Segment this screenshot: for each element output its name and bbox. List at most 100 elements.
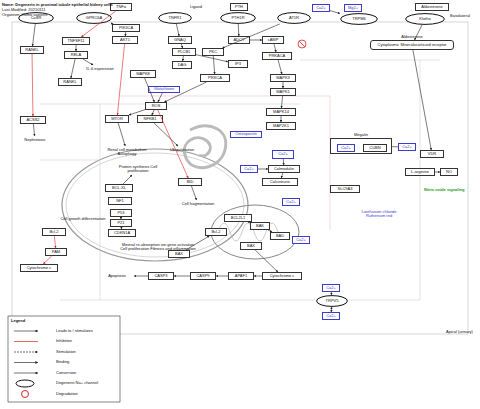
- node-label: TNFα: [116, 5, 126, 9]
- node-label: BCL2L1: [231, 216, 245, 220]
- connector: [331, 292, 332, 295]
- nucleus-outline: [62, 149, 248, 261]
- node-label: PRKCA: [208, 76, 222, 80]
- receptor-ellipse: AT1R: [277, 12, 311, 24]
- diagram-title: Name: Degenerin in proximal tubule epith…: [2, 3, 113, 7]
- connector: [255, 250, 278, 272]
- gene-box: BAX: [168, 250, 190, 258]
- node-label: Ca2+: [296, 238, 306, 242]
- gene-box: TNFα: [110, 3, 132, 11]
- gene-box: ADCY: [228, 36, 250, 44]
- node-label: ADCY: [233, 38, 244, 42]
- inhibition-wire: [40, 96, 330, 230]
- gene-box: SLC9A3: [330, 185, 360, 193]
- gene-box: BCL-XL: [105, 184, 133, 192]
- node-label: Ca2+: [286, 200, 296, 204]
- node-heading: Aldosterone: [371, 35, 453, 39]
- ion-box: Ca2+: [312, 4, 330, 12]
- ion-box: Ca2+: [282, 198, 300, 206]
- ion-box: Mg2+: [344, 4, 362, 12]
- ellipse-shape: [341, 14, 378, 25]
- node-label: Ca2+: [341, 146, 351, 150]
- node-label: BAK: [256, 224, 264, 228]
- node-label: PTH: [235, 5, 243, 9]
- gene-box: BAD: [270, 232, 290, 240]
- gene-box: Cytochrome c: [262, 272, 302, 280]
- gene-box: BCL2L1: [224, 214, 252, 222]
- node-label: Ubiquitination: [170, 148, 194, 152]
- gene-box: TNFSF11: [62, 37, 90, 45]
- node-label: Nephrotoxic: [24, 138, 45, 142]
- gene-box: GNAQ: [168, 36, 192, 44]
- connector: [413, 50, 431, 150]
- node-label: NFKB1: [144, 117, 157, 121]
- gene-box: PIK3CA: [112, 24, 140, 32]
- cell-boundary: [12, 22, 468, 334]
- gene-box: BAK: [250, 222, 270, 230]
- node-label: MAP2K1: [273, 124, 289, 128]
- legend-frame: [8, 316, 120, 402]
- connector: [117, 44, 124, 115]
- node-label: Ca2+: [278, 152, 288, 156]
- node-label: CASP3: [154, 274, 167, 278]
- ion-box: Ca2+: [322, 312, 340, 320]
- connector: [134, 276, 148, 277]
- node-label: BID: [187, 180, 194, 184]
- node-label: IL-6 expression: [86, 67, 113, 71]
- node-label: Ca2+: [326, 286, 336, 290]
- gene-box: MAPK14: [266, 108, 296, 116]
- node-label: DAG: [178, 63, 187, 67]
- legend-sample: [14, 341, 38, 342]
- node-label: BAX: [247, 244, 255, 248]
- node-label: CDKN1A: [114, 231, 130, 235]
- connector: [118, 123, 125, 146]
- connector: [32, 54, 34, 116]
- node-label: TNFR1: [169, 16, 182, 20]
- node-label: NO: [446, 170, 452, 174]
- node-label: BAD: [276, 234, 284, 238]
- node-label: MTOR: [111, 117, 123, 121]
- connector: [250, 40, 262, 41]
- degradation-slash: [299, 41, 305, 47]
- node-label: ACSS2: [26, 118, 39, 122]
- gene-box: RANKL: [58, 78, 82, 86]
- connector: [83, 59, 93, 65]
- node-label: APAF1: [235, 274, 247, 278]
- process-note: Protein synthesis Cell proliferation: [110, 163, 166, 175]
- gene-box: MAPK1: [270, 88, 296, 96]
- node-label: CASP9: [196, 274, 209, 278]
- process-note: IL-6 expression: [80, 65, 120, 73]
- connector: [174, 276, 190, 277]
- node-label: CUBN: [369, 146, 380, 150]
- gene-box: ACSS2: [20, 116, 46, 124]
- ion-box: Glutathione: [148, 86, 180, 93]
- gene-box: ROS: [145, 102, 167, 110]
- node-label: PIK3CA: [119, 26, 133, 30]
- gene-box: PLCB1: [172, 48, 196, 56]
- gene-box: RELA: [64, 51, 88, 59]
- gene-box: DAG: [172, 61, 192, 69]
- process-note: Apoptosis: [100, 272, 134, 280]
- gene-box: MAPK3: [270, 74, 296, 82]
- free-label: Legend: [11, 319, 25, 323]
- connector: [33, 24, 36, 46]
- gene-box: P53: [110, 209, 132, 217]
- gene-box: VDR: [420, 150, 444, 158]
- node-label: PRKACA: [269, 54, 285, 58]
- legend-sample: [14, 352, 38, 353]
- free-label: Nitric oxide signaling: [424, 188, 464, 192]
- free-label: Organism: Homo sapiens: [2, 13, 47, 17]
- connector: [238, 24, 240, 36]
- legend-text: Degradation: [56, 392, 78, 396]
- node-label: SLC9A3: [338, 187, 353, 191]
- gene-box: Aldosterone: [415, 3, 449, 11]
- node-label: BAX: [175, 252, 183, 256]
- node-label: Ruthenium red: [366, 214, 392, 218]
- gene-box: Cytochrome c: [20, 264, 58, 272]
- connector: [278, 60, 282, 74]
- receptor-ellipse: PTH1R: [220, 12, 256, 24]
- gene-box: PRKACA: [262, 52, 292, 60]
- gene-box: PRKCA: [200, 74, 230, 82]
- legend-sample: [14, 362, 38, 363]
